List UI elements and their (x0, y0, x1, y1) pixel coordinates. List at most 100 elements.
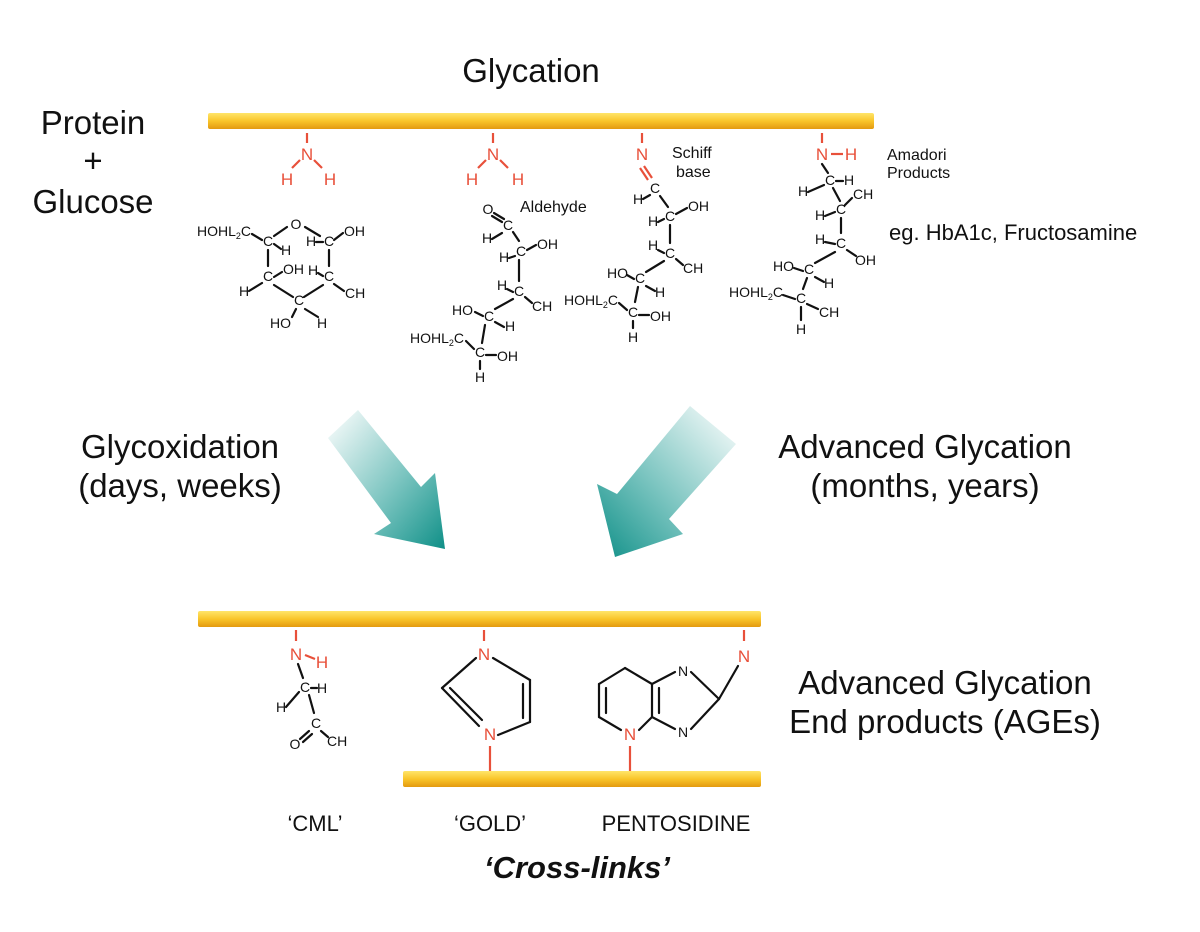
svg-text:OH: OH (537, 236, 558, 252)
svg-text:OH: OH (497, 348, 518, 364)
schiff-base-structure: N C H C OH H C H CH C HO H C HOHL2C OH H (564, 133, 709, 345)
cml-structure: N H C H H C O CH (276, 630, 347, 752)
svg-text:H: H (497, 277, 507, 293)
svg-text:O: O (290, 736, 301, 752)
pathway-advanced-glycation-time: (months, years) (810, 467, 1039, 504)
svg-text:HO: HO (607, 265, 628, 281)
svg-text:CH: CH (532, 298, 552, 314)
label-examples: eg. HbA1c, Fructosamine (889, 220, 1137, 245)
label-aldehyde: Aldehyde (520, 199, 587, 216)
pentosidine-structure: N N N N (597, 630, 750, 771)
svg-text:N: N (301, 145, 313, 164)
pathway-glycoxidation: Glycoxidation (81, 428, 279, 465)
svg-text:H: H (824, 275, 834, 291)
svg-text:N: N (478, 645, 490, 664)
svg-text:C: C (311, 715, 321, 731)
svg-text:H: H (308, 262, 318, 278)
svg-text:H: H (655, 284, 665, 300)
svg-text:HO: HO (773, 258, 794, 274)
ages-title-line2: End products (AGEs) (789, 703, 1101, 740)
svg-text:H: H (798, 183, 808, 199)
label-crosslinks: ‘Cross-links’ (484, 850, 670, 885)
svg-text:C: C (514, 283, 524, 299)
label-schiff: Schiff (672, 145, 712, 162)
svg-text:N: N (636, 145, 648, 164)
gold-structure: N N (440, 630, 532, 771)
reactant-protein: Protein (41, 104, 146, 141)
amadori-product-structure: N H C H H C CH H C H OH C HO H C HOHL2C … (729, 133, 876, 337)
label-gold: ‘GOLD’ (454, 811, 526, 836)
svg-text:H: H (316, 653, 328, 672)
svg-text:H: H (628, 329, 638, 345)
svg-text:H: H (276, 699, 286, 715)
svg-text:C: C (516, 243, 526, 259)
svg-text:C: C (300, 679, 310, 695)
svg-text:C: C (825, 172, 835, 188)
svg-text:HOHL2C: HOHL2C (410, 330, 464, 348)
svg-text:OH: OH (688, 198, 709, 214)
svg-text:C: C (650, 180, 660, 196)
svg-text:H: H (648, 213, 658, 229)
protein-bar-middle (198, 611, 761, 627)
ages-title-line1: Advanced Glycation (798, 664, 1092, 701)
svg-text:H: H (466, 170, 478, 189)
svg-text:H: H (815, 207, 825, 223)
svg-text:C: C (475, 344, 485, 360)
svg-text:H: H (505, 318, 515, 334)
svg-text:C: C (804, 261, 814, 277)
svg-text:C: C (836, 235, 846, 251)
arrow-advanced-glycation (597, 406, 736, 557)
glucose-ring-structure: N H H O C C C C C HOHL2C H H OH OH H H C… (197, 133, 365, 331)
svg-text:H: H (815, 231, 825, 247)
svg-text:H: H (648, 237, 658, 253)
svg-text:CH: CH (853, 186, 873, 202)
svg-text:H: H (306, 233, 316, 249)
svg-text:C: C (324, 268, 334, 284)
reactant-plus: + (83, 142, 102, 179)
svg-text:HOHL2C: HOHL2C (729, 284, 783, 302)
svg-text:C: C (294, 292, 304, 308)
svg-text:H: H (317, 680, 327, 696)
svg-text:H: H (239, 283, 249, 299)
svg-text:H: H (633, 191, 643, 207)
title-glycation: Glycation (462, 52, 600, 89)
svg-text:C: C (665, 208, 675, 224)
svg-text:H: H (499, 249, 509, 265)
svg-text:C: C (665, 245, 675, 261)
svg-text:N: N (484, 725, 496, 744)
arrow-glycoxidation (328, 410, 445, 549)
label-products: Products (887, 165, 950, 182)
aldehyde-structure: N H H O C H C OH H C H CH C HO H C HOHL2… (410, 133, 558, 385)
svg-text:C: C (484, 308, 494, 324)
svg-text:H: H (845, 145, 857, 164)
svg-text:HOHL2C: HOHL2C (197, 223, 251, 241)
protein-bar-bottom (403, 771, 761, 787)
svg-text:N: N (290, 645, 302, 664)
reactant-glucose: Glucose (32, 183, 153, 220)
svg-text:C: C (836, 201, 846, 217)
svg-text:H: H (324, 170, 336, 189)
svg-text:N: N (816, 145, 828, 164)
svg-text:H: H (796, 321, 806, 337)
label-amadori: Amadori (887, 147, 947, 164)
svg-text:OH: OH (344, 223, 365, 239)
svg-text:N: N (487, 145, 499, 164)
pathway-glycoxidation-time: (days, weeks) (78, 467, 282, 504)
svg-text:H: H (317, 315, 327, 331)
svg-text:C: C (796, 290, 806, 306)
svg-text:C: C (263, 268, 273, 284)
pathway-advanced-glycation: Advanced Glycation (778, 428, 1072, 465)
svg-text:O: O (291, 216, 302, 232)
svg-text:H: H (512, 170, 524, 189)
svg-text:H: H (281, 242, 291, 258)
svg-text:N: N (738, 647, 750, 666)
svg-text:HOHL2C: HOHL2C (564, 292, 618, 310)
svg-text:C: C (628, 304, 638, 320)
svg-text:C: C (263, 233, 273, 249)
svg-text:CH: CH (327, 733, 347, 749)
label-pentosidine: PENTOSIDINE (602, 811, 751, 836)
protein-bar-top (208, 113, 874, 129)
svg-text:H: H (482, 230, 492, 246)
svg-text:H: H (281, 170, 293, 189)
